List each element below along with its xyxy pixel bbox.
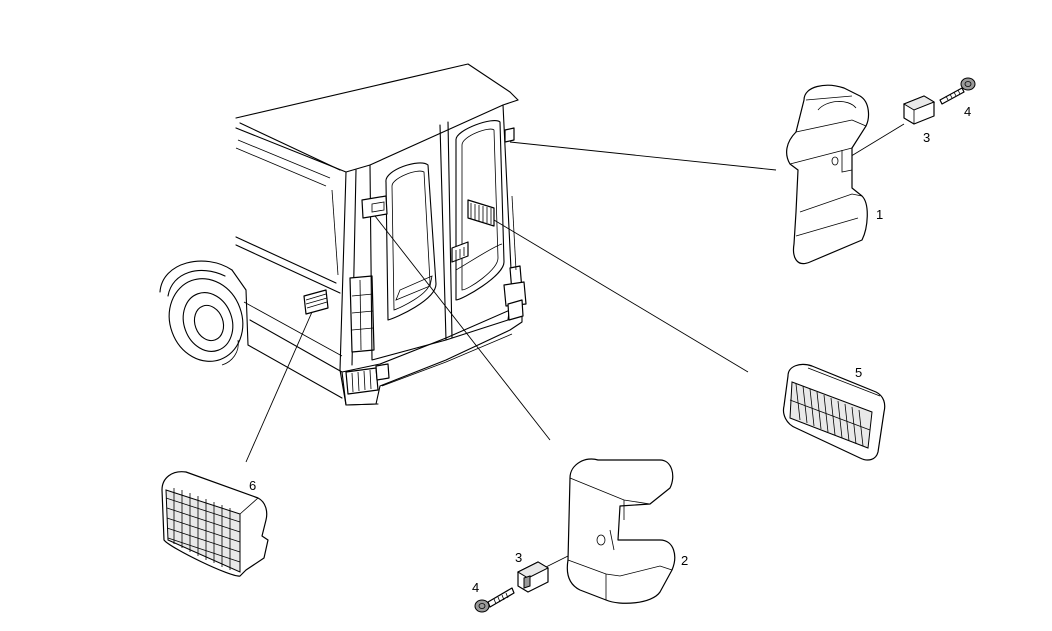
leader-line-6 xyxy=(245,311,313,463)
callout-2: 2 xyxy=(681,553,688,568)
callout-3-top: 3 xyxy=(923,130,930,145)
leader-line-2 xyxy=(374,215,551,441)
leader-line-5 xyxy=(493,219,749,373)
leader-line-1 xyxy=(509,141,777,171)
part-3-clip-nut-top xyxy=(902,95,936,125)
callout-4-bottom: 4 xyxy=(472,580,479,595)
leader-line-3-top xyxy=(847,123,905,159)
part-2-buffer xyxy=(566,458,676,604)
callout-5: 5 xyxy=(855,365,862,380)
part-1-buffer xyxy=(786,84,870,265)
van-body xyxy=(159,63,527,406)
part-4-screw-top xyxy=(939,77,976,105)
callout-4-top: 4 xyxy=(964,104,971,119)
callout-labels: 1 2 3 3 4 4 5 6 xyxy=(249,104,971,595)
part-4-screw-bottom xyxy=(474,587,515,613)
part-6-side-vent xyxy=(161,471,269,577)
leader-lines xyxy=(245,123,905,571)
part-5-vent-grille xyxy=(782,363,886,461)
part-3-clip-nut-bottom xyxy=(516,561,550,593)
callout-3-bottom: 3 xyxy=(515,550,522,565)
callout-6: 6 xyxy=(249,478,256,493)
callout-1: 1 xyxy=(876,207,883,222)
